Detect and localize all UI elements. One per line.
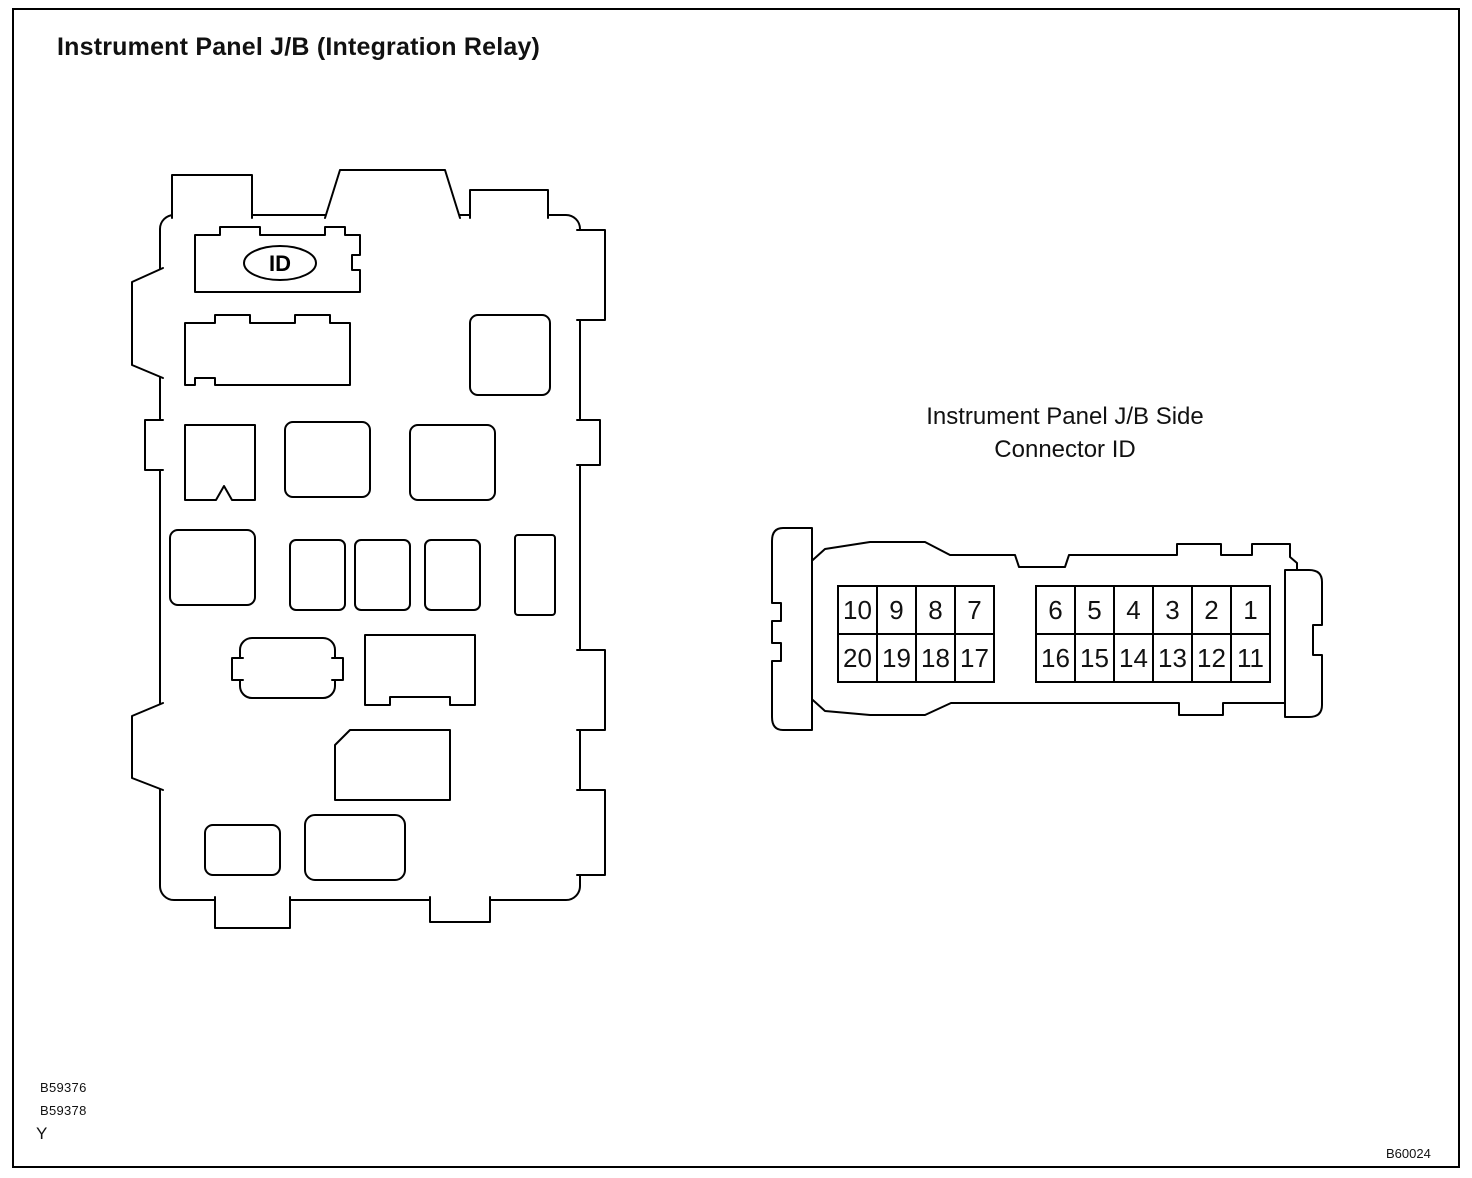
reference-code: B59378 <box>40 1103 87 1118</box>
pin-cell: 5 <box>1074 585 1115 635</box>
pin-cell: 4 <box>1113 585 1154 635</box>
connector-left-cap <box>772 528 812 730</box>
pin-cell: 13 <box>1152 633 1193 683</box>
pin-row: 20 19 18 17 <box>837 633 995 683</box>
pin-row: 6 5 4 3 2 1 <box>1035 585 1271 635</box>
pin-cell: 16 <box>1035 633 1076 683</box>
junction-box-diagram: ID <box>120 160 620 940</box>
junction-box-bottom-tab <box>430 897 490 922</box>
relay-slot <box>185 425 255 500</box>
left-pin-block: 10 9 8 7 20 19 18 17 <box>837 585 995 683</box>
relay-slot <box>410 425 495 500</box>
connector-caption-line2: Connector ID <box>994 436 1136 463</box>
pin-cell: 6 <box>1035 585 1076 635</box>
pin-cell: 10 <box>837 585 878 635</box>
junction-box-side-tab <box>577 420 600 465</box>
right-pin-block: 6 5 4 3 2 1 16 15 14 13 12 11 <box>1035 585 1271 683</box>
page-title: Instrument Panel J/B (Integration Relay) <box>57 33 541 61</box>
connector-cavity-tab <box>332 658 343 680</box>
pin-cell: 19 <box>876 633 917 683</box>
connector-caption: Instrument Panel J/B Side Connector ID <box>830 400 1300 466</box>
relay-slot <box>425 540 480 610</box>
id-marker-label: ID <box>269 251 291 276</box>
connector-right-cap <box>1285 570 1322 717</box>
id-marker-oval <box>244 246 316 280</box>
relay-slot <box>170 530 255 605</box>
relay-slot <box>290 540 345 610</box>
pin-cell: 1 <box>1230 585 1271 635</box>
pin-cell: 11 <box>1230 633 1271 683</box>
connector-cavity <box>240 638 335 698</box>
pin-cell: 18 <box>915 633 956 683</box>
relay-slot <box>285 422 370 497</box>
junction-box-side-tab <box>577 790 605 875</box>
pin-cell: 7 <box>954 585 995 635</box>
pin-row: 16 15 14 13 12 11 <box>1035 633 1271 683</box>
connector-cavity <box>335 730 450 800</box>
pin-cell: 8 <box>915 585 956 635</box>
reference-code: B59376 <box>40 1080 87 1095</box>
pin-cell: 17 <box>954 633 995 683</box>
pin-cell: 12 <box>1191 633 1232 683</box>
junction-box-side-tab <box>132 268 163 378</box>
figure-code: B60024 <box>1386 1146 1431 1161</box>
connector-caption-line1: Instrument Panel J/B Side <box>926 403 1204 430</box>
pin-cell: 3 <box>1152 585 1193 635</box>
connector-cavity <box>365 635 475 705</box>
pin-cell: 15 <box>1074 633 1115 683</box>
relay-slot <box>470 315 550 395</box>
relay-slot <box>185 315 350 385</box>
relay-slot <box>355 540 410 610</box>
junction-box-side-tab <box>145 420 163 470</box>
page-border <box>12 8 1460 1168</box>
junction-box-bottom-tab <box>215 897 290 928</box>
pin-cell: 9 <box>876 585 917 635</box>
junction-box-top-tab <box>470 190 548 218</box>
pin-row: 10 9 8 7 <box>837 585 995 635</box>
relay-slot <box>205 825 280 875</box>
relay-slot <box>515 535 555 615</box>
junction-box-top-tab <box>325 170 460 218</box>
junction-box-side-tab <box>577 230 605 320</box>
pin-cell: 20 <box>837 633 878 683</box>
relay-slot <box>305 815 405 880</box>
connector-cavity-tab <box>232 658 243 680</box>
pin-cell: 14 <box>1113 633 1154 683</box>
reference-letter: Y <box>36 1124 48 1143</box>
pin-cell: 2 <box>1191 585 1232 635</box>
junction-box-side-tab <box>577 650 605 730</box>
junction-box-side-tab <box>132 703 163 790</box>
junction-box-top-tab <box>172 175 252 218</box>
